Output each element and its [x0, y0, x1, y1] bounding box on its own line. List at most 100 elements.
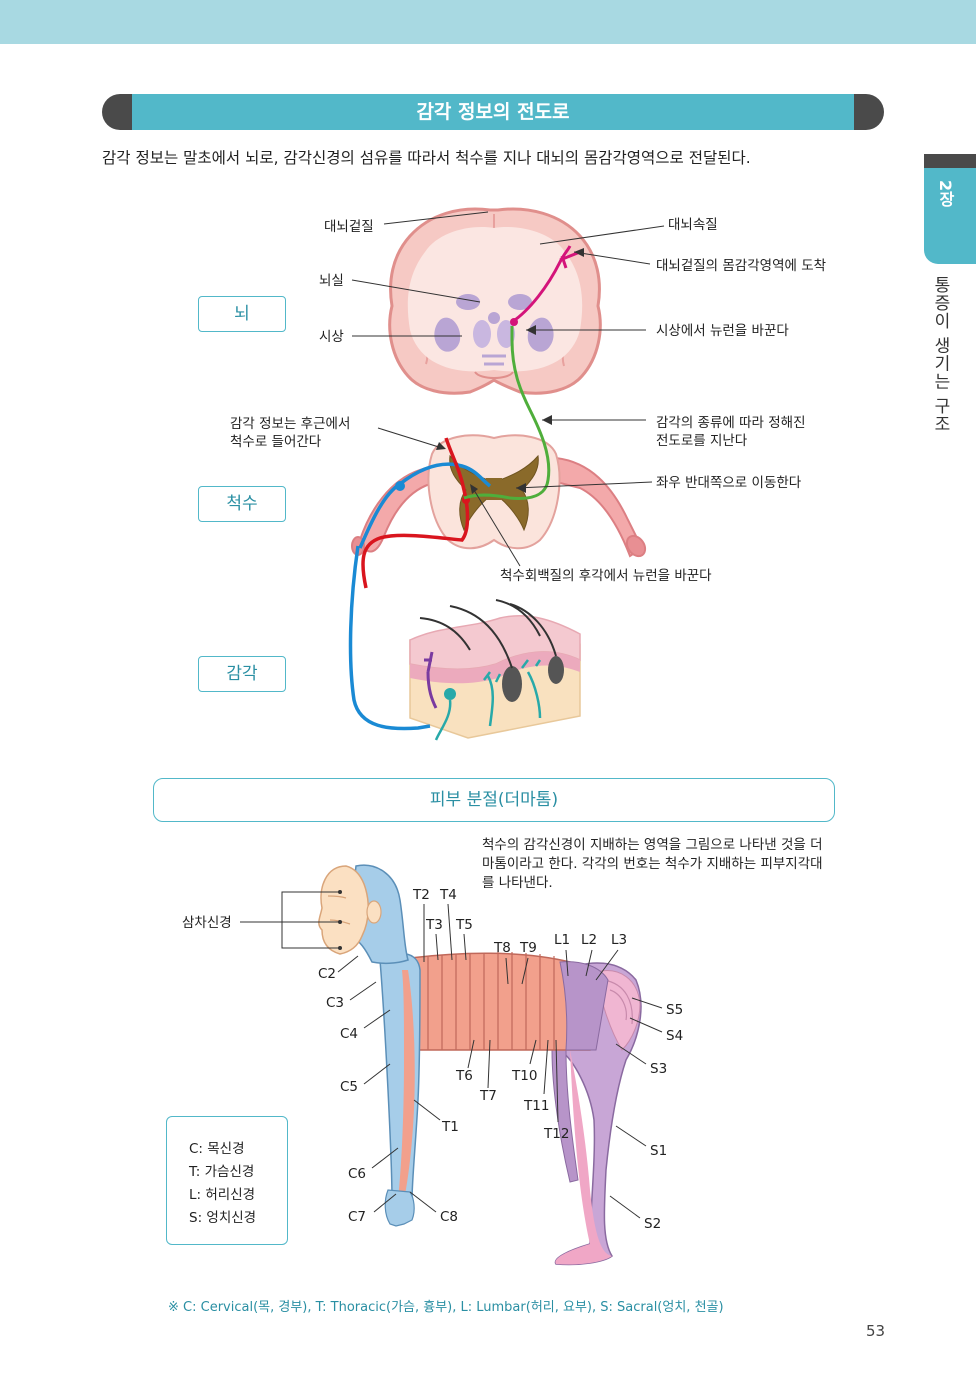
skin-dermis-band — [410, 651, 580, 684]
red-fiber — [361, 437, 470, 589]
leader-S4 — [629, 1017, 663, 1033]
leader-T3 — [435, 933, 439, 961]
leader-T6 — [467, 1039, 475, 1069]
leader-C6 — [371, 1147, 399, 1169]
leader-T9 — [521, 957, 529, 985]
arrow-thalamus-switch — [526, 325, 536, 335]
label-ventricle: 뇌실 — [319, 273, 344, 289]
leader-S1 — [615, 1125, 647, 1147]
arrow-pathway — [542, 415, 552, 425]
label-T6: T6 — [455, 1068, 473, 1084]
leader-T7 — [487, 1039, 491, 1089]
ventricle-right — [508, 294, 532, 310]
receptor-corpuscle — [444, 688, 456, 700]
brainstem-lines — [482, 354, 506, 366]
label-T2: T2 — [412, 887, 430, 903]
leader-T8 — [505, 957, 509, 985]
box-sensation: 감각 — [198, 656, 286, 692]
hair-follicle-1 — [502, 666, 522, 702]
dermatome-figure — [318, 864, 642, 1266]
legend-item-s: S: 엉치신경 — [189, 1210, 257, 1226]
dot-v3 — [338, 946, 342, 950]
leader-enter — [377, 427, 443, 449]
hairs — [419, 599, 557, 669]
sensory-pathways — [348, 245, 581, 731]
label-horn: 척수회백질의 후각에서 뉴런을 바꾼다 — [500, 568, 712, 584]
section-title-bar: 감각 정보의 전도로 — [102, 94, 884, 130]
label-cortex: 대뇌겉질 — [324, 219, 374, 235]
label-C7: C7 — [348, 1209, 366, 1225]
nerve-root-left — [358, 464, 434, 553]
arm-t1-strip — [398, 970, 415, 1200]
dermatome-leader-lines — [337, 903, 663, 1219]
leader-L3 — [595, 949, 619, 981]
label-S3: S3 — [650, 1061, 667, 1077]
leader-cortex — [383, 211, 489, 225]
label-C2: C2 — [318, 966, 336, 982]
arrow-arrive — [574, 248, 584, 257]
nerve-cut-right — [625, 534, 647, 558]
dermatome-description: 척수의 감각신경이 지배하는 영역을 그림으로 나타낸 것을 더마톰이라고 한다… — [482, 837, 823, 891]
nucleus-left — [473, 320, 491, 348]
third-ventricle — [488, 312, 500, 324]
leader-C8 — [409, 1191, 437, 1213]
label-arrive: 대뇌겉질의 몸감각영역에 도착 — [656, 258, 826, 274]
leader-C5 — [363, 1063, 391, 1085]
label-S4: S4 — [666, 1028, 683, 1044]
label-L3: L3 — [611, 932, 627, 948]
label-T8: T8 — [493, 940, 511, 956]
white-matter — [407, 227, 583, 372]
top-color-band — [0, 0, 976, 44]
diagram1-leader-lines — [351, 211, 665, 567]
dot-v1 — [338, 890, 342, 894]
legend-box: C: 목신경 T: 가슴신경 L: 허리신경 S: 엉치신경 — [166, 1116, 288, 1245]
bracket-frame — [281, 891, 340, 949]
chapter-tab[interactable]: 2장 — [924, 154, 976, 264]
hair-follicle-2 — [548, 656, 564, 684]
label-trigeminal: 삼차신경 — [182, 915, 232, 931]
chapter-tab-cap — [924, 154, 976, 168]
leader-cross — [515, 481, 653, 489]
leader-T12 — [555, 1039, 559, 1123]
face-trigeminal — [318, 865, 369, 955]
blue-peripheral-fiber — [348, 545, 431, 731]
thalamus-left — [434, 317, 461, 352]
blue-root-fiber — [358, 462, 492, 549]
label-C4: C4 — [340, 1026, 358, 1042]
label-T5: T5 — [455, 917, 473, 933]
thalamus-synapse — [510, 318, 518, 326]
arrow-cross — [516, 483, 526, 493]
label-C8: C8 — [440, 1209, 458, 1225]
label-T11: T11 — [523, 1098, 549, 1114]
torso-stripes — [427, 952, 555, 1050]
label-enter-2: 척수로 들어간다 — [230, 434, 322, 450]
skin-illustration — [409, 599, 581, 741]
label-T1: T1 — [441, 1119, 459, 1135]
legend-item-t: T: 가슴신경 — [189, 1164, 255, 1180]
magenta-tract — [511, 245, 572, 324]
label-medulla: 대뇌속질 — [668, 217, 718, 233]
label-C3: C3 — [326, 995, 344, 1011]
leader-C4 — [363, 1009, 391, 1029]
back-leg — [551, 1049, 579, 1183]
leader-C3 — [349, 981, 377, 1001]
label-T10: T10 — [511, 1068, 537, 1084]
green-tract — [463, 326, 551, 500]
label-T12: T12 — [543, 1126, 569, 1142]
leader-C2 — [337, 955, 359, 973]
free-nerve-ending — [424, 651, 438, 709]
label-C5: C5 — [340, 1079, 358, 1095]
receptor-fibers — [434, 659, 542, 741]
label-S2: S2 — [644, 1216, 661, 1232]
intro-text: 감각 정보는 말초에서 뇌로, 감각신경의 섬유를 따라서 척수를 지나 대뇌의… — [102, 149, 751, 167]
hand — [384, 1189, 415, 1227]
sacral-contours — [603, 979, 633, 1025]
leader-arrive — [573, 251, 651, 265]
leg-sacral-s2 — [555, 1050, 612, 1265]
arrow-horn — [470, 484, 478, 494]
label-enter-1: 감각 정보는 후근에서 — [230, 416, 350, 432]
leader-T1 — [413, 1099, 441, 1121]
chapter-tab-body — [924, 168, 976, 264]
label-path-2: 전도로를 지난다 — [656, 433, 748, 449]
